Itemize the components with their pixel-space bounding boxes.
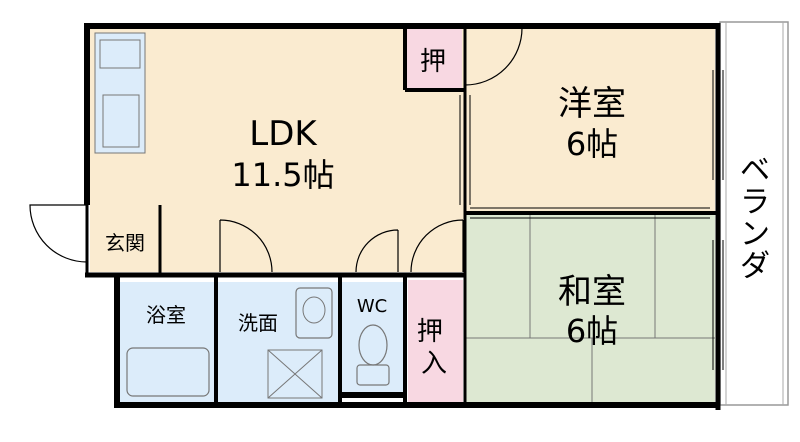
- oshi-top-fill: [405, 28, 462, 88]
- ldk-name: LDK: [249, 114, 318, 154]
- genkan-fill: [90, 205, 162, 272]
- washitsu-size: 6帖: [566, 312, 618, 350]
- washitsu-name: 和室: [558, 272, 626, 312]
- oshi-top-label: 押: [420, 47, 446, 77]
- veranda-label: ベランダ: [740, 153, 770, 284]
- windows: [459, 70, 724, 370]
- senmen-fill: [218, 282, 338, 402]
- veranda-area: [719, 21, 789, 406]
- yokushitsu-label: 浴室: [146, 303, 186, 327]
- genkan-label: 玄関: [105, 231, 145, 255]
- senmen-label: 洗面: [238, 311, 278, 335]
- washbasin: [295, 287, 333, 339]
- doors: [29, 27, 523, 273]
- ldk-size: 11.5帖: [231, 156, 334, 194]
- yoshitsu-fill: [465, 28, 715, 213]
- washitsu-fill: [465, 215, 715, 402]
- tatami-lines: [465, 215, 715, 402]
- bathtub: [126, 347, 210, 397]
- oshiire-fill: [408, 280, 463, 402]
- toilet: [356, 324, 390, 386]
- yokushitsu-fill: [120, 282, 215, 402]
- wc-fill: [342, 282, 404, 392]
- walls: [84, 23, 721, 410]
- yoshitsu-name: 洋室: [558, 84, 626, 124]
- kitchen-counter: [94, 32, 146, 154]
- oshiire-label: 押 入: [417, 317, 451, 379]
- wc-label: WC: [357, 296, 387, 317]
- washing-machine-space: [267, 349, 323, 399]
- yoshitsu-size: 6帖: [566, 125, 618, 163]
